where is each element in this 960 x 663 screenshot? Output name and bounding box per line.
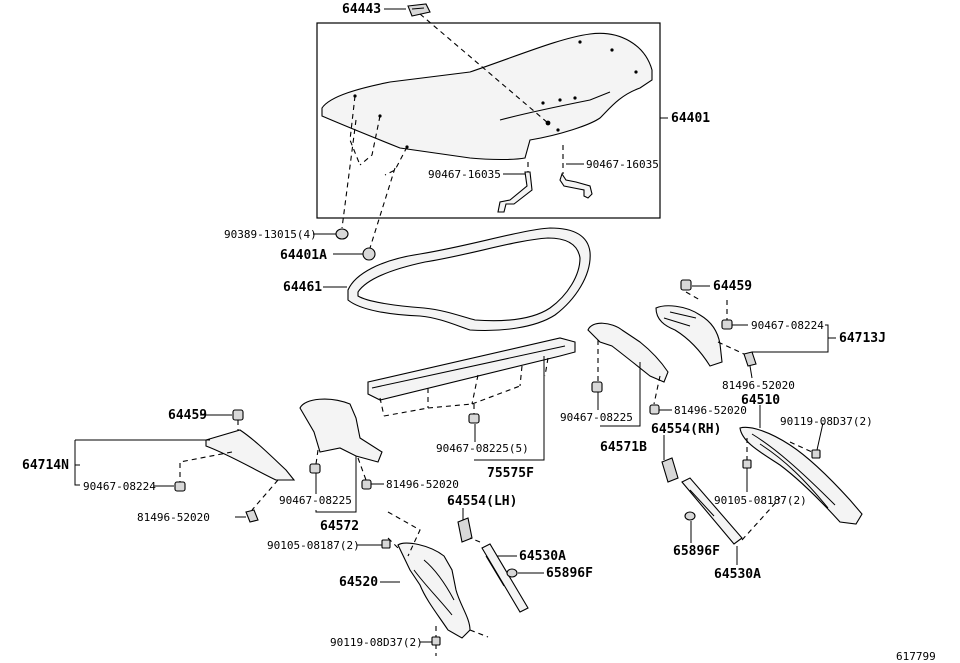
- part-90467-08225-right-clip: [591, 381, 603, 393]
- part-64572-trim: [299, 398, 383, 463]
- part-64713J-bracket: [655, 305, 723, 367]
- part-90389-plug: [335, 228, 349, 240]
- label-90467-16035-right[interactable]: 90467-16035: [586, 158, 659, 171]
- part-64554-lh-bracket: [457, 517, 473, 543]
- label-81496-left[interactable]: 81496-52020: [137, 511, 210, 524]
- part-90105-left-bolt: [381, 539, 391, 549]
- part-90467-08224-right-clip: [721, 319, 733, 330]
- part-labels: 64443 64401 90467-16035 90467-16035 9038…: [22, 2, 936, 663]
- part-90105-right-bolt: [742, 459, 752, 469]
- label-75575F[interactable]: 75575F: [487, 466, 534, 481]
- part-64554-rh-bracket: [661, 457, 679, 483]
- part-64459-right-bumper: [680, 279, 692, 291]
- lid-rod-left: [497, 162, 533, 213]
- part-90119-left-bolt: [431, 636, 441, 646]
- part-90467-08225-left-clip: [309, 463, 321, 474]
- part-75575F-garnish: [367, 337, 576, 401]
- label-90467-08224-left[interactable]: 90467-08224: [83, 480, 156, 493]
- label-90467-08225-right[interactable]: 90467-08225: [560, 411, 633, 424]
- part-81496-mid-clip: [361, 479, 372, 490]
- label-90119-left[interactable]: 90119-08D37(2): [330, 636, 423, 649]
- part-81496-b-clip: [649, 404, 660, 415]
- label-90467-08225-5[interactable]: 90467-08225(5): [436, 442, 529, 455]
- label-64530A-left[interactable]: 64530A: [519, 549, 566, 564]
- label-81496-right[interactable]: 81496-52020: [722, 379, 795, 392]
- label-90105-left[interactable]: 90105-08187(2): [267, 539, 360, 552]
- label-64572[interactable]: 64572: [320, 519, 359, 534]
- label-90105-right[interactable]: 90105-08187(2): [714, 494, 807, 507]
- label-64459-right[interactable]: 64459: [713, 279, 752, 294]
- trunk-lid-group-frame: [316, 22, 661, 219]
- part-90119-right-bolt: [811, 449, 821, 459]
- part-64461-weatherstrip: [347, 227, 591, 332]
- label-64510[interactable]: 64510: [741, 393, 780, 408]
- label-81496-mid[interactable]: 81496-52020: [386, 478, 459, 491]
- label-64554-rh[interactable]: 64554(RH): [651, 422, 721, 437]
- part-64520-hinge: [397, 542, 471, 639]
- label-64459-left[interactable]: 64459: [168, 408, 207, 423]
- part-65896F-left-cap: [506, 568, 518, 578]
- label-81496-b[interactable]: 81496-52020: [674, 404, 747, 417]
- trunk-lid-inner-edge: [499, 91, 611, 121]
- part-90467-08224-left-clip: [174, 481, 186, 492]
- drawing-number: 617799: [896, 650, 936, 663]
- lid-rod-right: [559, 145, 593, 199]
- part-64459-left-bumper: [232, 409, 244, 421]
- label-64571B[interactable]: 64571B: [600, 440, 647, 455]
- part-64530A-left-strut: [481, 543, 529, 613]
- label-64714N[interactable]: 64714N: [22, 458, 69, 473]
- trunk-lid-panel: [321, 32, 653, 161]
- part-64714N-bracket: [205, 429, 296, 481]
- part-65896F-right-cap: [684, 511, 696, 521]
- part-81496-right-clip: [743, 351, 757, 367]
- part-90467-08225-5-clip: [468, 413, 480, 424]
- label-64554-lh[interactable]: 64554(LH): [447, 494, 517, 509]
- label-90467-08224-right[interactable]: 90467-08224: [751, 319, 824, 332]
- part-64443-clip: [407, 3, 431, 17]
- leader-lines: [74, 8, 836, 643]
- label-64713J[interactable]: 64713J: [839, 331, 886, 346]
- part-64571B-trim: [587, 322, 669, 383]
- label-64401A[interactable]: 64401A: [280, 248, 327, 263]
- label-65896F-right[interactable]: 65896F: [673, 544, 720, 559]
- label-90467-16035-left[interactable]: 90467-16035: [428, 168, 501, 181]
- label-64530A-right[interactable]: 64530A: [714, 567, 761, 582]
- label-64461[interactable]: 64461: [283, 280, 322, 295]
- part-64401A-bumper: [362, 247, 376, 261]
- label-64520[interactable]: 64520: [339, 575, 378, 590]
- label-64401[interactable]: 64401: [671, 111, 710, 126]
- part-81496-left-clip: [245, 509, 259, 523]
- part-64510-hinge: [739, 426, 863, 525]
- part-64530A-right-strut: [681, 477, 743, 545]
- trunk-lid-holes: [353, 40, 638, 149]
- label-65896F-left[interactable]: 65896F: [546, 566, 593, 581]
- label-90467-08225-left[interactable]: 90467-08225: [279, 494, 352, 507]
- label-90389[interactable]: 90389-13015(4): [224, 228, 317, 241]
- label-90119-right[interactable]: 90119-08D37(2): [780, 415, 873, 428]
- label-64443[interactable]: 64443: [342, 2, 381, 17]
